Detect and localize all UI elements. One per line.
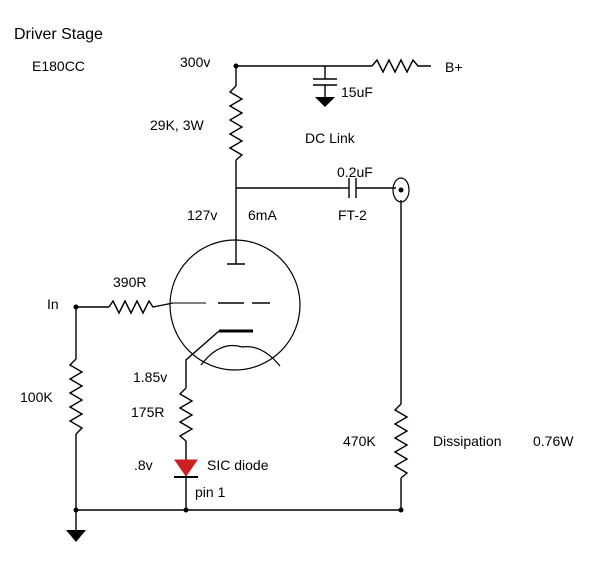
ground-icon-cap15 — [315, 97, 335, 107]
label-300v: 300v — [180, 54, 210, 70]
label-470k: 470K — [343, 433, 376, 449]
title: Driver Stage — [14, 26, 103, 43]
label-175r: 175R — [131, 404, 164, 420]
label-dissipation-value: 0.76W — [533, 433, 574, 449]
resistor-390r — [108, 299, 174, 315]
resistor-bplus — [371, 58, 431, 74]
label-ft2: FT-2 — [338, 207, 367, 223]
label-bplus: B+ — [445, 59, 463, 75]
label-390r: 390R — [113, 274, 146, 290]
label-pin1: pin 1 — [195, 484, 226, 500]
label-in: In — [47, 296, 59, 312]
junction-ground-left — [73, 507, 79, 513]
tube-envelope — [169, 239, 301, 371]
label-185v: 1.85v — [133, 369, 167, 385]
label-6ma: 6mA — [248, 207, 277, 223]
tube-type: E180CC — [32, 58, 85, 74]
wire-cathode-lead — [185, 330, 220, 388]
ground-icon-main — [66, 530, 86, 542]
label-02uf: 0.2uF — [337, 164, 373, 180]
tube-heater — [200, 344, 281, 367]
label-127v: 127v — [187, 207, 217, 223]
resistor-29k — [228, 85, 244, 161]
label-100k: 100K — [20, 389, 53, 405]
sic-diode-icon — [174, 459, 198, 477]
label-15uf: 15uF — [341, 84, 373, 100]
label-dissipation: Dissipation — [433, 433, 501, 449]
junction-ground-right — [398, 507, 404, 513]
resistor-100k — [68, 358, 84, 435]
resistor-175r — [178, 387, 194, 442]
output-terminal-dot — [398, 187, 404, 193]
label-08v: .8v — [134, 457, 153, 473]
resistor-470k — [393, 403, 409, 479]
label-sic-diode: SIC diode — [207, 457, 269, 473]
label-dc-link: DC Link — [305, 130, 356, 146]
label-29k: 29K, 3W — [150, 117, 204, 133]
